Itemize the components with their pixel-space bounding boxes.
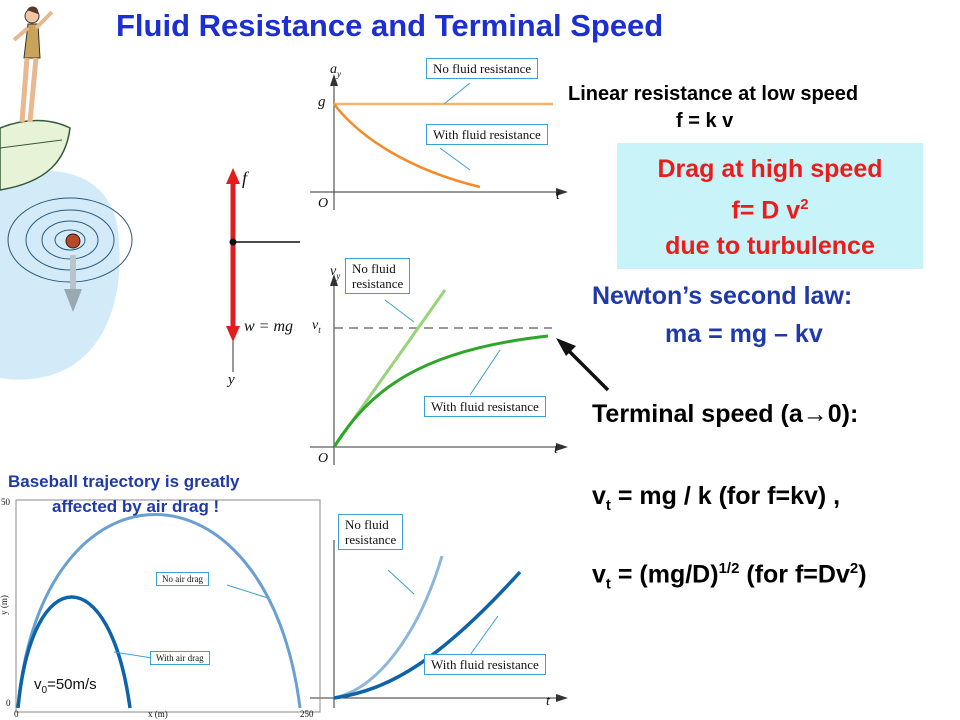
v0-subscript: 0 — [41, 685, 48, 696]
baseball-no-drag-curve — [16, 513, 302, 709]
baseball-tag-no-drag: No air drag — [156, 572, 209, 586]
force-w-label: w = mg — [244, 318, 294, 335]
tag-line-1: No fluid — [345, 517, 389, 532]
v0-value: =50m/s — [47, 676, 97, 693]
t-subscript: t — [605, 497, 611, 514]
terminal-equation-linear: vt = mg / k (for f=kv) , — [592, 482, 840, 514]
baseball-plot-frame — [15, 499, 321, 713]
boat — [0, 119, 71, 191]
graph-v-vt-label: vt — [312, 318, 321, 335]
graph-v-tlabel: t — [554, 442, 558, 457]
baseball-xtick-right: 250 — [300, 709, 314, 719]
graph-a-origin: O — [318, 196, 329, 211]
vy-symbol: v — [330, 264, 337, 279]
baseball-v0-label: v0=50m/s — [34, 676, 97, 696]
pointer-arrow — [564, 346, 610, 392]
newton-equation: ma = mg – kv — [665, 320, 823, 348]
eq2-rest: (for f=Dv — [739, 560, 850, 589]
linear-resistance-formula: f = k v — [676, 110, 734, 132]
v0-symbol: v — [34, 676, 42, 693]
falling-object — [65, 233, 81, 249]
ay-symbol: a — [330, 62, 337, 77]
drag-formula: f= D v — [731, 196, 801, 225]
graph-v-tag-with: With fluid resistance — [424, 396, 546, 417]
vt-subscript: t — [318, 324, 321, 335]
baseball-ylabel: y (m) — [0, 595, 9, 615]
drag-line-3: due to turbulence — [665, 232, 875, 261]
graph-v-ylabel: vy — [330, 264, 340, 281]
graph-y-tag-with: With fluid resistance — [424, 654, 546, 675]
graph-v-with-resistance-curve — [332, 334, 549, 448]
diver-figure — [12, 6, 54, 123]
tag-line-2: resistance — [345, 532, 397, 547]
slide-title: Fluid Resistance and Terminal Speed — [116, 8, 664, 43]
terminal-equation-drag: vt = (mg/D)1/2 (for f=Dv2) — [592, 560, 867, 592]
baseball-xtick-left: 0 — [14, 709, 19, 719]
newton-heading: Newton’s second law: — [592, 282, 853, 310]
v-symbol: v — [592, 482, 606, 510]
force-w-arrowhead — [226, 326, 240, 342]
baseball-caption-line-2: affected by air drag ! — [52, 497, 220, 516]
half-exponent: 1/2 — [718, 560, 740, 577]
force-f-label: f — [242, 168, 248, 188]
graph-a-tlabel: t — [556, 188, 560, 203]
tag-line-2: resistance — [352, 276, 404, 291]
eq1-rest: = mg / k (for f=kv) , — [610, 482, 841, 510]
sink-arrow-shaft — [70, 255, 76, 289]
force-body-dot — [229, 238, 237, 246]
baseball-with-drag-curve — [16, 595, 132, 709]
baseball-xlabel: x (m) — [148, 709, 168, 719]
drag-line-1: Drag at high speed — [657, 155, 883, 183]
baseball-ytick-top: 50 — [1, 497, 10, 507]
v-symbol: v — [592, 560, 606, 589]
baseball-ytick-bottom: 0 — [6, 698, 11, 708]
sink-arrow-head — [64, 289, 82, 312]
graph-a-tag-no: No fluid resistance — [426, 58, 539, 79]
graph-a-tag-with: With fluid resistance — [426, 124, 548, 145]
force-f-arrowhead — [226, 168, 240, 184]
graph-a-g-label: g — [318, 94, 326, 110]
graph-v-origin: O — [318, 451, 329, 466]
ay-subscript: y — [337, 68, 341, 79]
drag-line-2: f= D v2 — [617, 187, 923, 228]
graph-a-with-resistance-curve — [333, 103, 481, 189]
force-y-label: y — [228, 372, 235, 388]
baseball-caption-line-1: Baseball trajectory is greatly — [8, 472, 240, 492]
drag-exponent: 2 — [800, 196, 809, 213]
eq2-end: ) — [858, 560, 867, 589]
square-exponent: 2 — [849, 560, 859, 577]
drag-box: Drag at high speed f= D v2 due to turbul… — [617, 143, 923, 269]
graph-a-ylabel: ay — [330, 62, 341, 79]
linear-resistance-heading: Linear resistance at low speed — [568, 83, 859, 105]
terminal-heading: Terminal speed (a→0): — [592, 400, 859, 428]
graph-y-with-resistance-curve — [333, 570, 522, 700]
graph-y-tlabel: t — [546, 694, 550, 709]
graph-y-no-resistance-curve — [333, 555, 444, 700]
eq2-mid: = (mg/D) — [610, 560, 719, 589]
water-area — [0, 170, 120, 380]
ripple-ring — [54, 229, 86, 251]
vt-symbol: v — [312, 318, 319, 333]
vy-subscript: y — [336, 270, 341, 281]
baseball-tag-with-drag: With air drag — [150, 651, 210, 665]
tag-line-1: No fluid — [352, 261, 396, 276]
t-subscript: t — [605, 575, 611, 593]
